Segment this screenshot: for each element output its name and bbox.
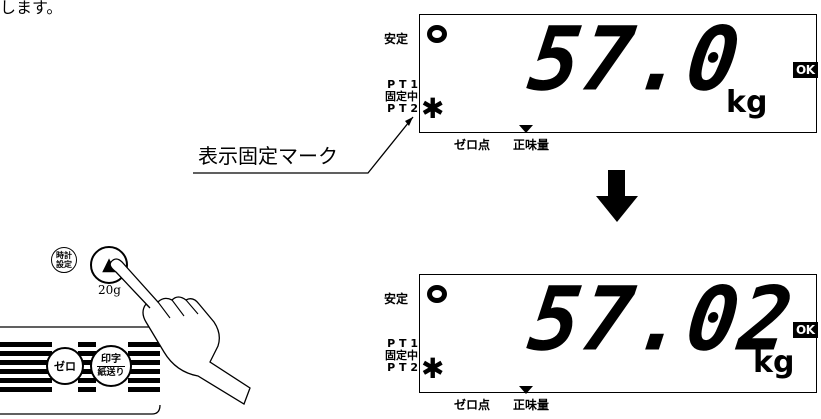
top-ok-badge: OK (793, 62, 818, 78)
top-stable-label: 安定 (384, 32, 409, 46)
bottom-fixed-star-icon: ✱ (421, 352, 445, 385)
print-button-line1: 印字 (97, 354, 125, 367)
top-pt-labels: P T 1 固定中 P T 2 (384, 79, 418, 115)
clock-setting-button[interactable]: 時計 設定 (51, 247, 77, 273)
bottom-stable-label: 安定 (384, 292, 409, 306)
bottom-stable-indicator-icon (427, 285, 447, 303)
bottom-net-label: 正味量 (513, 398, 550, 412)
top-stable-indicator-icon (427, 25, 447, 43)
top-net-label: 正味量 (513, 138, 550, 152)
bottom-zero-marker-icon (519, 386, 533, 394)
keypad-illustration: 時計 設定 ▲ 20g ゼロ 印字 (0, 0, 380, 419)
bottom-pt1-label: P T 1 (387, 337, 418, 350)
bottom-zero-label: ゼロ点 (454, 398, 491, 412)
top-unit-label: kg (726, 85, 768, 120)
print-button-line2: 紙送り (97, 367, 125, 378)
top-fixed-star-icon: ✱ (421, 92, 445, 125)
clock-button-line2: 設定 (56, 260, 72, 269)
up-button-caption: 20g (98, 283, 121, 297)
bottom-pt2-label: P T 2 (387, 361, 418, 374)
top-display-panel: 安定 ✱ 57.0 kg OK P T 1 固定中 P T 2 ゼロ点 正味量 (0, 0, 821, 160)
top-pt1-label: P T 1 (387, 78, 418, 91)
zero-button-label: ゼロ (54, 360, 76, 373)
callout-label: 表示固定マーク (198, 144, 338, 168)
intro-text: します。 (0, 0, 63, 17)
print-feed-button[interactable]: 印字 紙送り (90, 345, 132, 387)
top-zero-label: ゼロ点 (454, 138, 491, 152)
top-pt2-label: P T 2 (387, 102, 418, 115)
zero-button[interactable]: ゼロ (46, 347, 84, 385)
bottom-unit-label: kg (753, 345, 795, 380)
bottom-fixed-label: 固定中 (385, 349, 418, 362)
top-fixed-label: 固定中 (385, 90, 418, 103)
top-zero-marker-icon (519, 125, 533, 133)
keypad-panel-body (0, 326, 174, 415)
pointing-hand-icon (109, 258, 251, 405)
bottom-pt-labels: P T 1 固定中 P T 2 (384, 338, 418, 374)
clock-button-line1: 時計 (56, 251, 72, 260)
transition-arrow-icon (596, 170, 638, 222)
bottom-ok-badge: OK (793, 322, 818, 338)
bottom-lcd-frame: ✱ 57.02 kg (419, 268, 817, 393)
top-lcd-frame: ✱ 57.0 kg (419, 8, 817, 133)
